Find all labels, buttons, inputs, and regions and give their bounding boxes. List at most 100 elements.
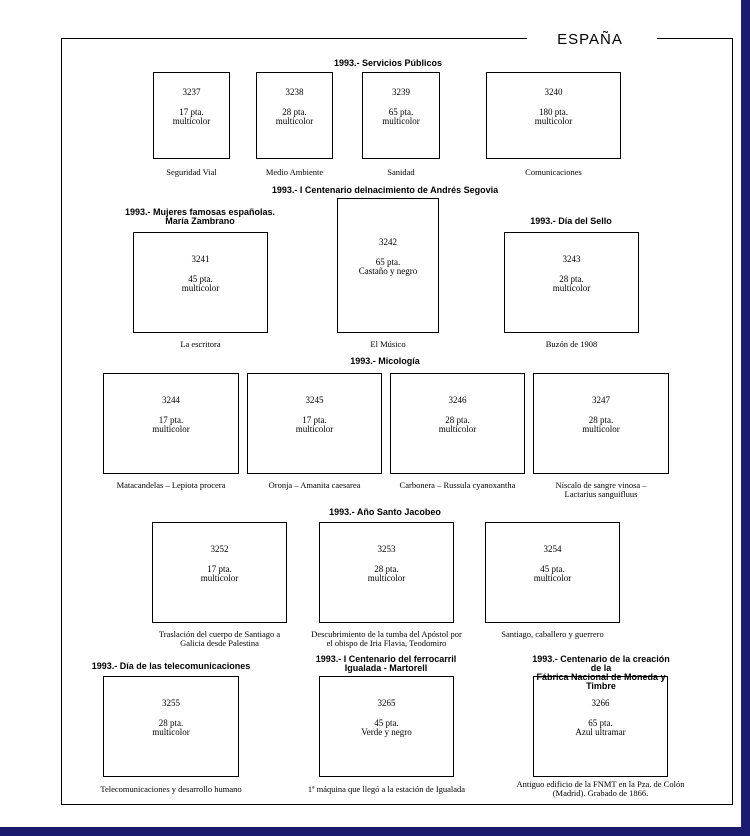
stamp-caption: Seguridad Vial bbox=[166, 167, 217, 177]
stamp-color: Castaño y negro bbox=[358, 265, 418, 276]
stamp-caption: Oronja – Amanita caesarea bbox=[268, 480, 361, 490]
stamp-slot-3246: 3246 28 pta.multicolor bbox=[390, 373, 525, 474]
stamp-slot-3252: 3252 17 pta.multicolor bbox=[152, 522, 287, 623]
stamp-color: Azul ultramar bbox=[575, 726, 626, 737]
section-title: 1993.- Micología bbox=[350, 356, 420, 366]
stamp-color: multicolor bbox=[382, 115, 420, 126]
stamp-value: 17 pta. bbox=[158, 414, 184, 425]
stamp-num: 3266 bbox=[591, 697, 610, 708]
window-edge-right bbox=[741, 0, 750, 836]
stamp-caption: Telecomunicaciones y desarrollo humano bbox=[100, 784, 242, 794]
page-title: ESPAÑA bbox=[557, 31, 623, 48]
page-frame bbox=[61, 38, 733, 805]
stamp-caption: Medio Ambiente bbox=[265, 167, 324, 177]
section-title: 1993.- Servicios Públicos bbox=[333, 58, 443, 68]
stamp-value: 28 pta. bbox=[559, 273, 584, 284]
stamp-caption: Traslación del cuerpo de Santiago a Gali… bbox=[158, 629, 281, 648]
stamp-color: multicolor bbox=[275, 115, 314, 126]
stamp-slot-3266: 3266 65 pta.Azul ultramar bbox=[533, 676, 668, 777]
stamp-value: 45 pta. bbox=[540, 563, 565, 574]
frame-top-right bbox=[657, 38, 732, 39]
stamp-value: 180 pta. bbox=[539, 106, 568, 117]
stamp-value: 65 pta. bbox=[375, 256, 401, 267]
stamp-value: 28 pta. bbox=[588, 414, 614, 425]
stamp-color: multicolor bbox=[438, 423, 477, 434]
stamp-slot-3253: 3253 28 pta.multicolor bbox=[319, 522, 454, 623]
stamp-num: 3246 bbox=[448, 394, 467, 405]
stamp-num: 3238 bbox=[285, 86, 304, 97]
stamp-slot-3265: 3265 45 pta.Verde y negro bbox=[319, 676, 454, 777]
stamp-num: 3255 bbox=[162, 697, 180, 708]
stamp-num: 3253 bbox=[377, 543, 396, 554]
section-title: 1993.- Centenario de la creación de la F… bbox=[532, 654, 670, 691]
stamp-value: 28 pta. bbox=[374, 563, 399, 574]
stamp-value: 17 pta. bbox=[179, 106, 204, 117]
stamp-caption: Antiguo edificio de la FNMT en la Pza. d… bbox=[516, 779, 685, 798]
stamp-value: 45 pta. bbox=[374, 717, 399, 728]
stamp-color: multicolor bbox=[367, 572, 406, 583]
stamp-color: multicolor bbox=[172, 115, 211, 126]
stamp-caption: 1ª máquina que llegó a la estación de Ig… bbox=[307, 784, 466, 794]
stamp-color: multicolor bbox=[295, 423, 334, 434]
stamp-slot-3238: 3238 28 pta.multicolor bbox=[256, 72, 333, 159]
stamp-caption: Buzón de 1908 bbox=[545, 339, 598, 349]
stamp-caption: Níscalo de sangre vinosa – Lactarius san… bbox=[555, 480, 647, 499]
stamp-caption: Sanidad bbox=[387, 167, 415, 177]
frame-top-left bbox=[61, 38, 527, 39]
stamp-color: multicolor bbox=[534, 115, 573, 126]
section-title: 1993.- Año Santo Jacobeo bbox=[329, 507, 441, 517]
window-edge-bottom bbox=[0, 827, 750, 836]
stamp-num: 3244 bbox=[162, 394, 180, 405]
stamp-color: multicolor bbox=[582, 423, 620, 434]
stamp-slot-3240: 3240 180 pta.multicolor bbox=[486, 72, 621, 159]
stamp-color: multicolor bbox=[152, 726, 190, 737]
stamp-value: 28 pta. bbox=[445, 414, 470, 425]
stamp-num: 3243 bbox=[562, 253, 581, 264]
stamp-slot-3247: 3247 28 pta.multicolor bbox=[533, 373, 669, 474]
stamp-color: multicolor bbox=[152, 423, 190, 434]
section-title: 1993.- I Centenario delnacimiento de And… bbox=[271, 185, 499, 195]
stamp-value: 65 pta. bbox=[588, 717, 613, 728]
stamp-color: multicolor bbox=[200, 572, 239, 583]
section-title: 1993.- Día del Sello bbox=[530, 216, 612, 226]
stamp-num: 3254 bbox=[543, 543, 562, 554]
stamp-caption: Santiago, caballero y guerrero bbox=[501, 629, 604, 639]
stamp-num: 3252 bbox=[210, 543, 229, 554]
stamp-caption: Carbonera – Russula cyanoxantha bbox=[399, 480, 516, 490]
stamp-slot-3241: 3241 45 pta.multicolor bbox=[133, 232, 268, 333]
stamp-value: 17 pta. bbox=[302, 414, 327, 425]
stamp-slot-3255: 3255 28 pta.multicolor bbox=[103, 676, 239, 777]
stamp-num: 3240 bbox=[544, 86, 563, 97]
section-title: 1993.- I Centenario del ferrocarril Igua… bbox=[315, 654, 457, 673]
stamp-color: Verde y negro bbox=[361, 726, 412, 737]
stamp-slot-3245: 3245 17 pta.multicolor bbox=[247, 373, 382, 474]
stamp-num: 3241 bbox=[191, 253, 210, 264]
stamp-value: 17 pta. bbox=[207, 563, 232, 574]
stamp-num: 3245 bbox=[305, 394, 324, 405]
stamp-value: 28 pta. bbox=[158, 717, 184, 728]
stamp-num: 3247 bbox=[592, 394, 610, 405]
section-title: 1993.- Mujeres famosas españolas. María … bbox=[124, 207, 276, 226]
stamp-slot-3239: 3239 65 pta.multicolor bbox=[362, 72, 440, 159]
stamp-num: 3265 bbox=[377, 697, 396, 708]
stamp-value: 28 pta. bbox=[282, 106, 307, 117]
stamp-value: 65 pta. bbox=[388, 106, 414, 117]
stamp-color: multicolor bbox=[533, 572, 572, 583]
stamp-caption: Matacandelas – Lepiota procera bbox=[116, 480, 226, 490]
stamp-slot-3254: 3254 45 pta.multicolor bbox=[485, 522, 620, 623]
stamp-caption: Comunicaciones bbox=[525, 167, 582, 177]
stamp-slot-3242: 3242 65 pta.Castaño y negro bbox=[337, 198, 439, 333]
stamp-value: 45 pta. bbox=[188, 273, 213, 284]
section-title: 1993.- Día de las telecomunicaciones bbox=[91, 661, 251, 671]
stamp-caption: El Músico bbox=[370, 339, 406, 349]
stamp-color: multicolor bbox=[552, 282, 591, 293]
stamp-num: 3239 bbox=[392, 86, 410, 97]
stamp-num: 3242 bbox=[379, 236, 397, 247]
stamp-num: 3237 bbox=[182, 86, 201, 97]
stamp-slot-3243: 3243 28 pta.multicolor bbox=[504, 232, 639, 333]
stamp-color: multicolor bbox=[181, 282, 220, 293]
stamp-slot-3244: 3244 17 pta.multicolor bbox=[103, 373, 239, 474]
stamp-caption: La escritora bbox=[180, 339, 221, 349]
stamp-slot-3237: 3237 17 pta.multicolor bbox=[153, 72, 230, 159]
stamp-caption: Descubrimiento de la tumba del Apóstol p… bbox=[311, 629, 462, 648]
